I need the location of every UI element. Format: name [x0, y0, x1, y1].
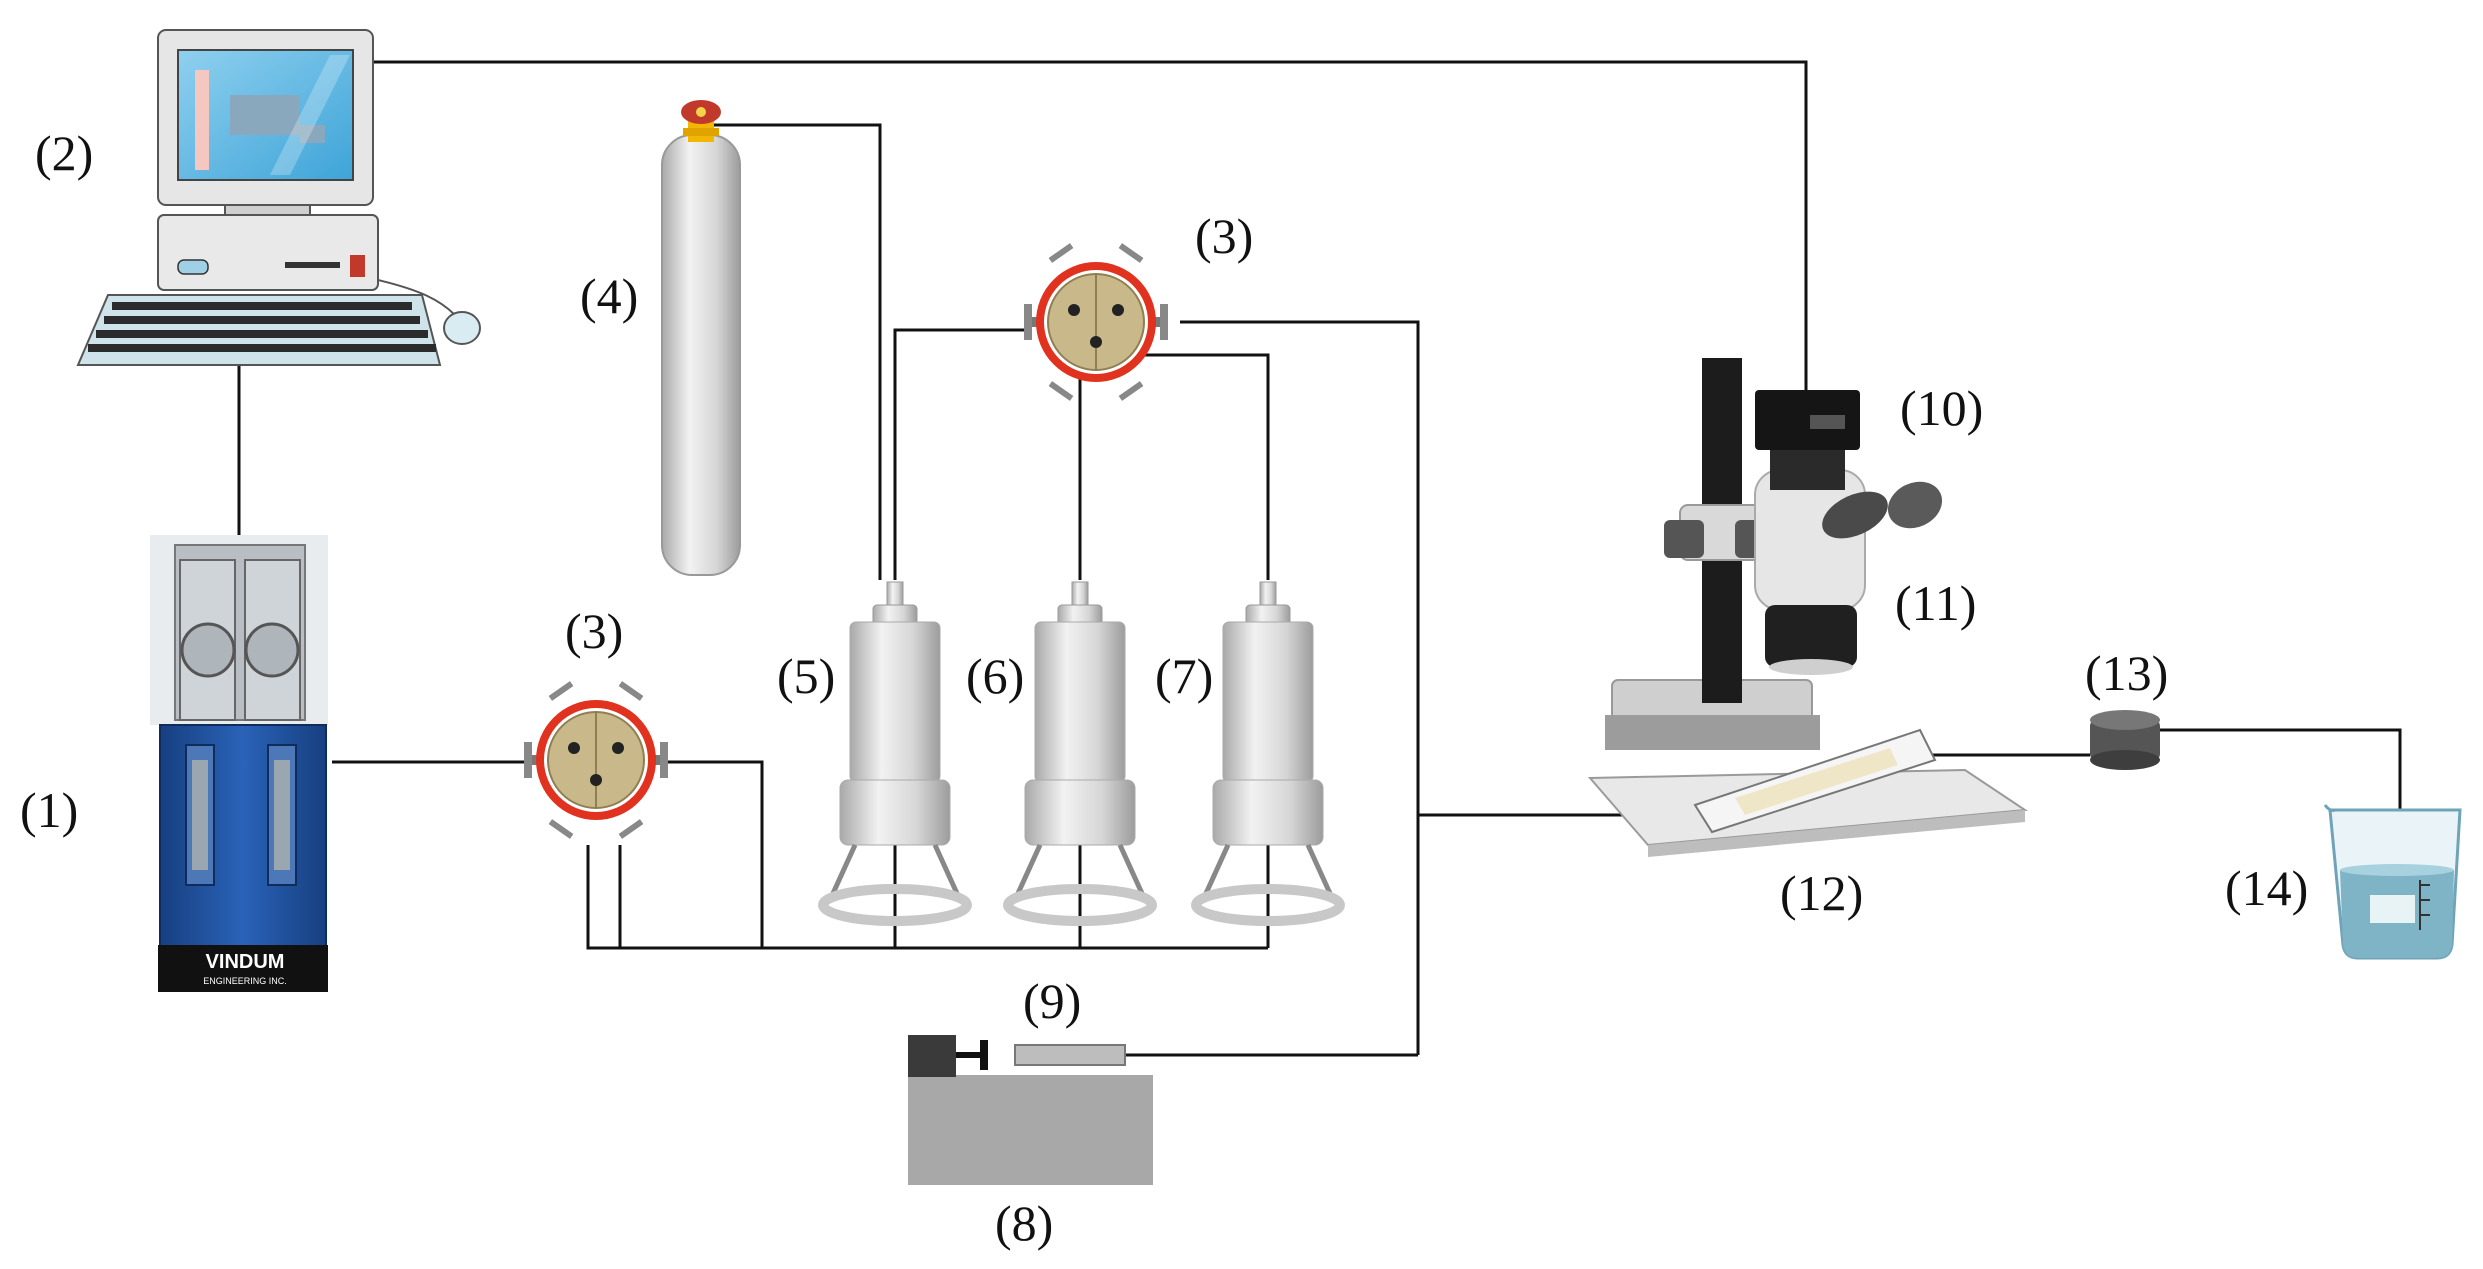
- syringe-barrel: [1014, 1044, 1126, 1066]
- microscope-head: [1754, 469, 1866, 611]
- label-8: (8): [995, 1195, 1053, 1251]
- connection-lines: [237, 60, 2402, 1057]
- label-10: (10): [1900, 380, 1983, 436]
- label-1: (1): [20, 782, 78, 838]
- stage-block: [908, 1075, 1153, 1185]
- label-6: (6): [966, 648, 1024, 704]
- syringe-stage: [908, 1035, 1153, 1185]
- vessel-6: [1003, 581, 1157, 926]
- label-2: (2): [35, 125, 93, 181]
- label-5: (5): [777, 648, 835, 704]
- motor-block: [908, 1035, 956, 1077]
- label-4: (4): [580, 268, 638, 324]
- computer: [76, 29, 481, 366]
- label-13: (13): [2085, 645, 2168, 701]
- beaker: [2323, 804, 2462, 960]
- label-9: (9): [1023, 973, 1081, 1029]
- label-7: (7): [1155, 648, 1213, 704]
- component-labels: (1) (2) (3) (3) (4) (5) (6) (7) (8) (9) …: [20, 125, 2308, 1251]
- desktop-case: [157, 214, 379, 291]
- syringe-pump: VINDUM ENGINEERING INC.: [150, 535, 328, 992]
- valve-lower: [524, 681, 668, 839]
- mouse: [443, 311, 481, 345]
- label-12: (12): [1780, 865, 1863, 921]
- label-11: (11): [1895, 575, 1976, 631]
- gas-cylinder: [661, 100, 741, 576]
- back-pressure-regulator: [2090, 710, 2160, 770]
- label-3-lower: (3): [565, 603, 623, 659]
- vessel-5: [818, 581, 972, 926]
- pump-brand-sublabel: ENGINEERING INC.: [203, 976, 287, 986]
- valve-upper: [1024, 243, 1168, 401]
- camera-body: [1755, 390, 1860, 450]
- microscope: [1587, 358, 2028, 857]
- vessel-7: [1191, 581, 1345, 926]
- keyboard-keys: [88, 302, 436, 352]
- label-14: (14): [2225, 860, 2308, 916]
- pump-brand-label: VINDUM: [206, 951, 285, 973]
- label-3-upper: (3): [1195, 208, 1253, 264]
- objective-lens: [1765, 605, 1857, 667]
